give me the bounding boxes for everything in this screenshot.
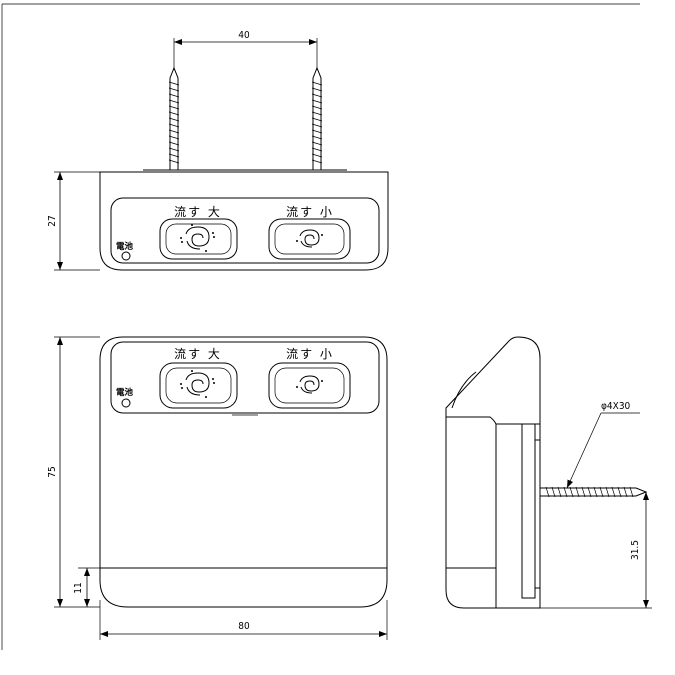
front-view: 流す 大 流す 小 電池 75 11 80	[47, 336, 388, 640]
top-flush-small-button[interactable]	[268, 218, 351, 260]
front-flush-large-label: 流す 大	[174, 347, 222, 361]
front-body-outline	[99, 336, 388, 608]
top-swirl-icon-large	[180, 224, 215, 252]
dim-40-label: 40	[238, 30, 250, 41]
dim-31-5-label: 31.5	[630, 540, 641, 560]
front-battery-label: 電池	[116, 387, 134, 398]
top-flush-small-label: 流す 小	[286, 205, 334, 219]
top-screw-right	[311, 66, 323, 171]
front-flush-small-label: 流す 小	[286, 347, 334, 361]
dim-27-label: 27	[47, 215, 58, 226]
top-screw-left	[168, 66, 180, 171]
side-back-plate-lip	[534, 439, 541, 589]
front-flush-large-button[interactable]	[159, 362, 238, 409]
front-swirl-icon-small	[296, 375, 323, 394]
side-view: φ4X30 31.5	[445, 336, 652, 609]
front-flush-small-button[interactable]	[268, 362, 351, 409]
dim-80-label: 80	[238, 621, 250, 632]
dim-75-label: 75	[47, 466, 58, 477]
top-battery-label: 電池	[116, 241, 134, 252]
top-flush-large-label: 流す 大	[174, 205, 222, 219]
side-screw	[539, 486, 648, 498]
top-body-outline	[99, 171, 389, 271]
dim-11-label: 11	[73, 582, 84, 593]
screw-spec-label: φ4X30	[601, 401, 631, 412]
side-back-plate	[521, 423, 536, 599]
side-body-outline	[445, 336, 541, 609]
side-slope-edge	[445, 336, 519, 417]
front-button-panel	[110, 341, 380, 414]
front-battery-led	[121, 398, 131, 408]
top-swirl-icon-small	[296, 229, 323, 248]
top-flush-large-button[interactable]	[159, 218, 238, 260]
front-swirl-icon-large	[180, 370, 215, 398]
top-button-panel	[110, 197, 380, 264]
side-button-bulge	[451, 371, 477, 409]
top-battery-led	[121, 251, 131, 261]
screw-leader	[566, 412, 602, 489]
top-view: 40 流す 大 流す 小 電池	[47, 30, 389, 271]
